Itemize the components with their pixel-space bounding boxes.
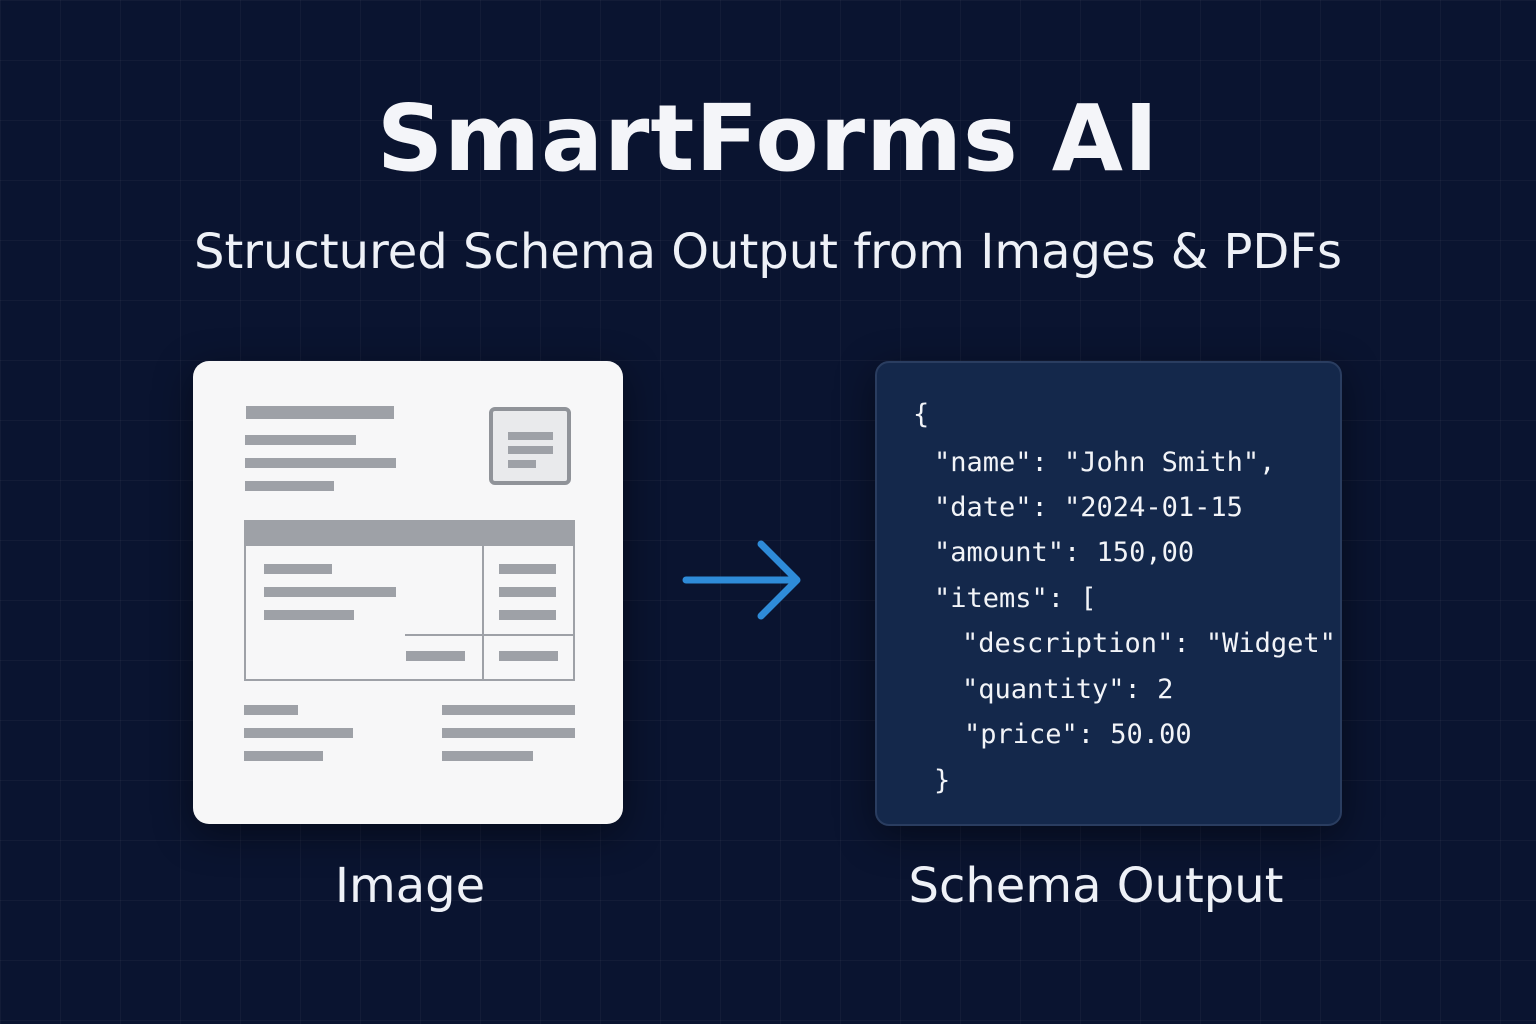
doc-table-divider <box>405 634 575 636</box>
doc-table-line <box>264 610 354 620</box>
doc-heading-line <box>246 406 394 419</box>
image-caption: Image <box>334 858 486 914</box>
doc-text-line <box>245 435 356 445</box>
doc-table-line <box>499 587 556 597</box>
doc-text-line <box>245 458 396 468</box>
document-form-icon <box>193 361 623 824</box>
doc-table-line <box>499 651 558 661</box>
schema-code-block: { "name": "John Smith", "date": "2024-01… <box>875 361 1342 826</box>
doc-table-line <box>499 564 556 574</box>
doc-table-line <box>264 564 332 574</box>
stamp-line <box>508 432 553 440</box>
stamp-line <box>508 446 553 454</box>
arrow-right-icon <box>682 540 801 620</box>
doc-table-line <box>499 610 556 620</box>
code-line: "amount": 150,00 <box>934 537 1195 568</box>
doc-stamp-icon <box>489 407 571 485</box>
code-line: "quantity": 2 <box>962 674 1174 705</box>
doc-table <box>244 520 575 681</box>
doc-footer-line <box>244 751 323 761</box>
stamp-line <box>508 460 536 468</box>
doc-text-line <box>245 481 334 491</box>
doc-table-header <box>246 522 573 546</box>
page-subtitle: Structured Schema Output from Images & P… <box>193 224 1342 280</box>
doc-table-divider <box>482 546 484 681</box>
code-line: "description": "Widget" <box>962 628 1336 659</box>
code-line: { <box>913 399 930 430</box>
doc-footer-line <box>442 728 575 738</box>
code-line: "name": "John Smith", <box>934 447 1276 478</box>
doc-footer-line <box>244 728 353 738</box>
doc-table-line <box>264 587 396 597</box>
doc-table-line <box>406 651 465 661</box>
code-line: "price": 50.00 <box>964 719 1192 750</box>
page-title: SmartForms AI <box>376 85 1160 192</box>
schema-output-caption: Schema Output <box>908 858 1284 914</box>
doc-footer-line <box>244 705 298 715</box>
code-line: "date": "2024-01-15 <box>934 492 1243 523</box>
code-line: "items": [ <box>934 583 1097 614</box>
code-line: } <box>934 765 951 796</box>
doc-footer-line <box>442 705 575 715</box>
doc-footer-line <box>442 751 533 761</box>
